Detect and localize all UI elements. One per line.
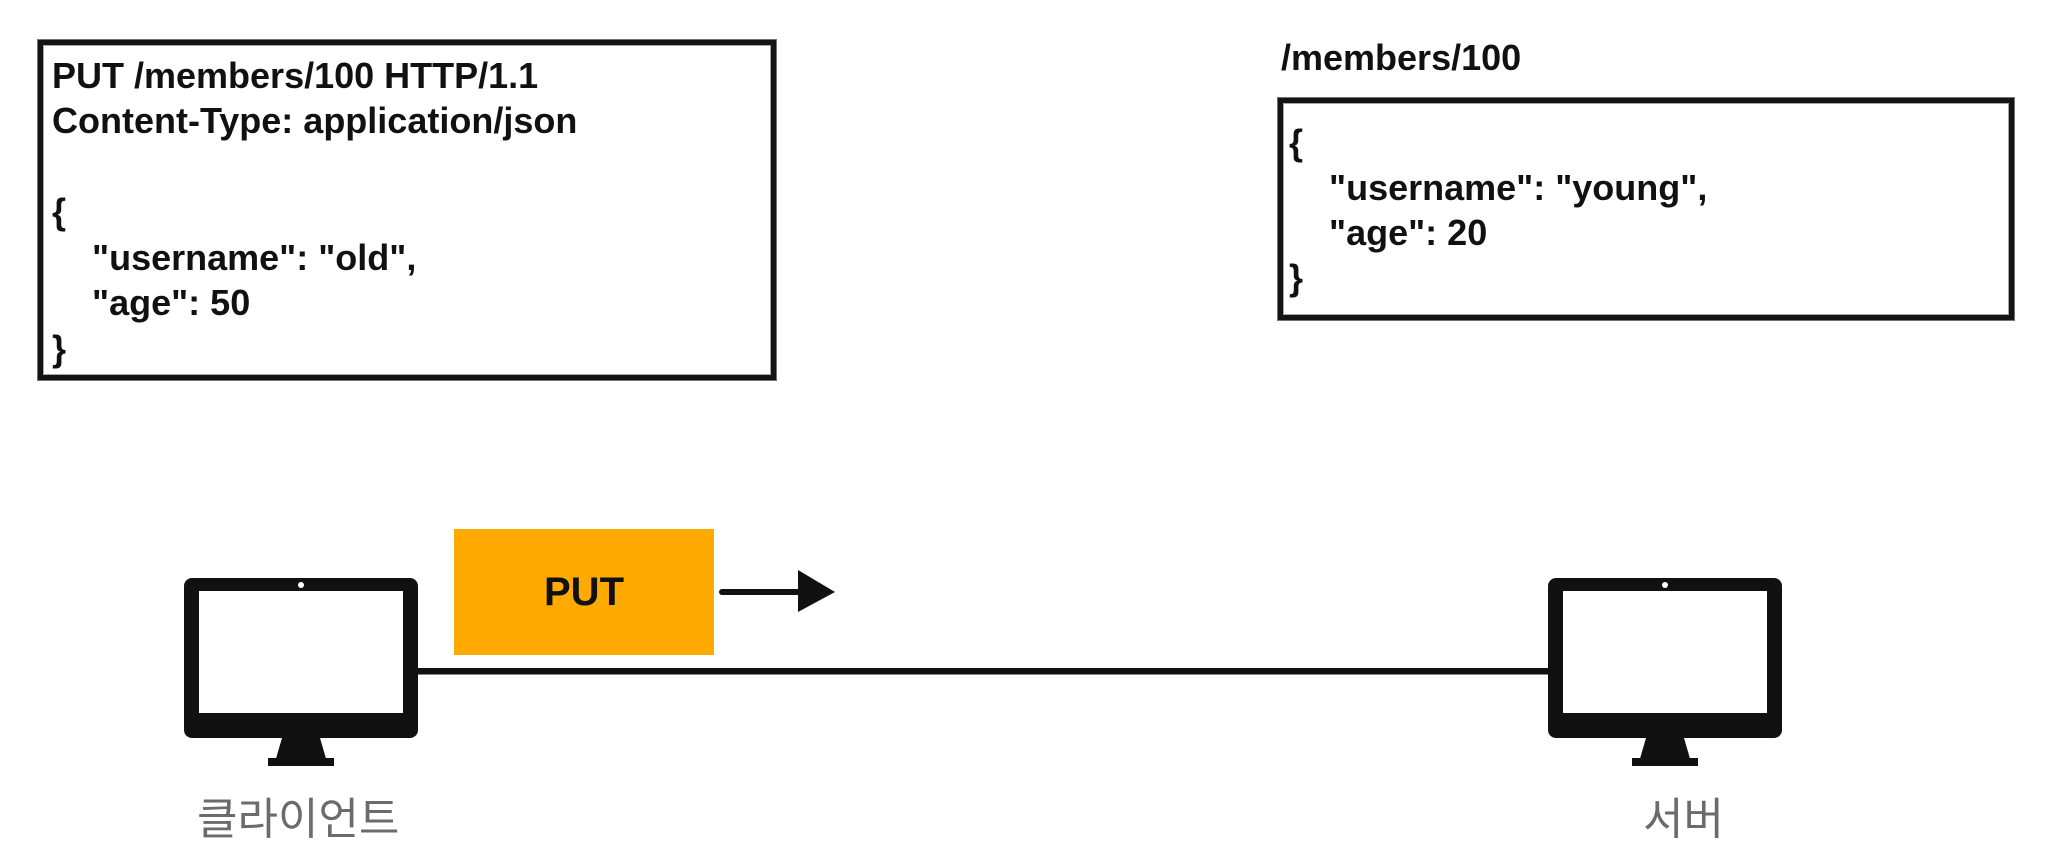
request-message-box xyxy=(38,40,776,380)
client-label: 클라이언트 xyxy=(197,794,400,845)
request-line-2: Content-Type: application/json xyxy=(52,100,578,141)
put-method-badge: PUT xyxy=(454,529,714,655)
resource-line-3: "age": 20 xyxy=(1289,212,1488,253)
server-resource-box xyxy=(1278,98,2014,320)
server-monitor-icon xyxy=(1548,578,1782,766)
resource-line-4: } xyxy=(1289,257,1304,298)
request-line-4: { xyxy=(52,191,67,232)
client-monitor-icon xyxy=(184,578,418,766)
resource-line-1: { xyxy=(1289,122,1304,163)
server-label: 서버 xyxy=(1643,794,1724,845)
request-line-7: } xyxy=(52,328,67,369)
resource-line-2: "username": "young", xyxy=(1289,167,1708,208)
connection-line xyxy=(415,668,1555,675)
request-line-1: PUT /members/100 HTTP/1.1 xyxy=(52,55,539,96)
resource-path-label: /members/100 xyxy=(1281,37,1522,78)
request-line-6: "age": 50 xyxy=(52,282,251,323)
put-method-label: PUT xyxy=(544,569,624,614)
request-line-5: "username": "old", xyxy=(52,237,417,278)
arrow-right-icon xyxy=(719,570,835,612)
